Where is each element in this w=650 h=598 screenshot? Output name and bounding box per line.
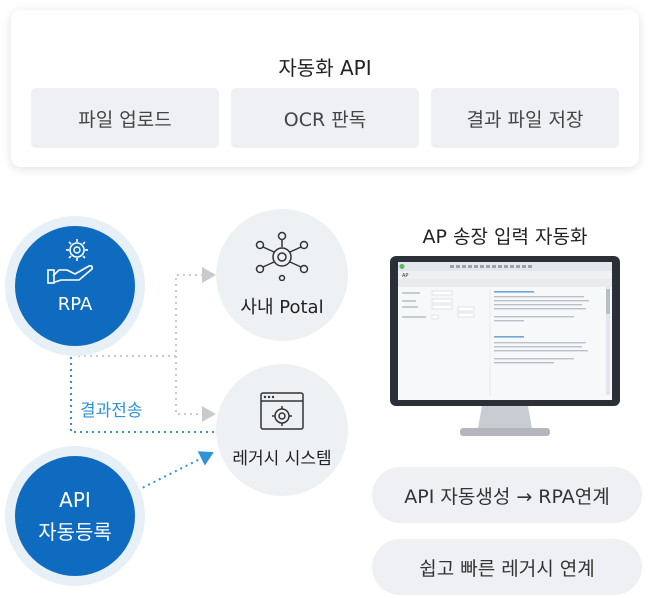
network-gear-icon: [255, 231, 309, 281]
api-register-line2: 자동등록: [38, 520, 112, 544]
gear-hand-icon: [47, 239, 93, 284]
portal-node: 사내 Potal: [216, 209, 348, 341]
legacy-system-label: 레거시 시스템: [232, 449, 332, 469]
edge-rpa-to-legacy: [175, 356, 216, 422]
legacy-system-node: 레거시 시스템: [216, 364, 348, 496]
api-register-line1: API: [59, 488, 91, 512]
rpa-label: RPA: [57, 294, 93, 315]
browser-gear-icon: [260, 392, 304, 430]
edge-api-to-legacy: [131, 451, 214, 494]
easy-legacy-link-pill: 쉽고 빠른 레거시 연계: [372, 539, 642, 595]
api-auto-generate-pill: API 자동생성 → RPA연계: [372, 467, 642, 523]
portal-label: 사내 Potal: [240, 297, 324, 318]
monitor-illustration: AP: [390, 256, 620, 436]
result-transfer-label: 결과전송: [80, 401, 143, 421]
save-result-file-button[interactable]: 결과 파일 저장: [431, 88, 619, 148]
ocr-read-button[interactable]: OCR 판독: [231, 88, 419, 148]
api-panel-title: 자동화 API: [278, 56, 372, 80]
monitor-title: AP 송장 입력 자동화: [422, 226, 588, 248]
screen-title: AP: [402, 273, 408, 279]
api-register-node: API 자동등록: [15, 456, 135, 576]
rpa-node: RPA: [15, 226, 135, 346]
automation-api-panel: 자동화 API 파일 업로드 OCR 판독 결과 파일 저장: [11, 10, 639, 167]
file-upload-button[interactable]: 파일 업로드: [31, 88, 219, 148]
edge-rpa-to-portal: [78, 267, 216, 357]
